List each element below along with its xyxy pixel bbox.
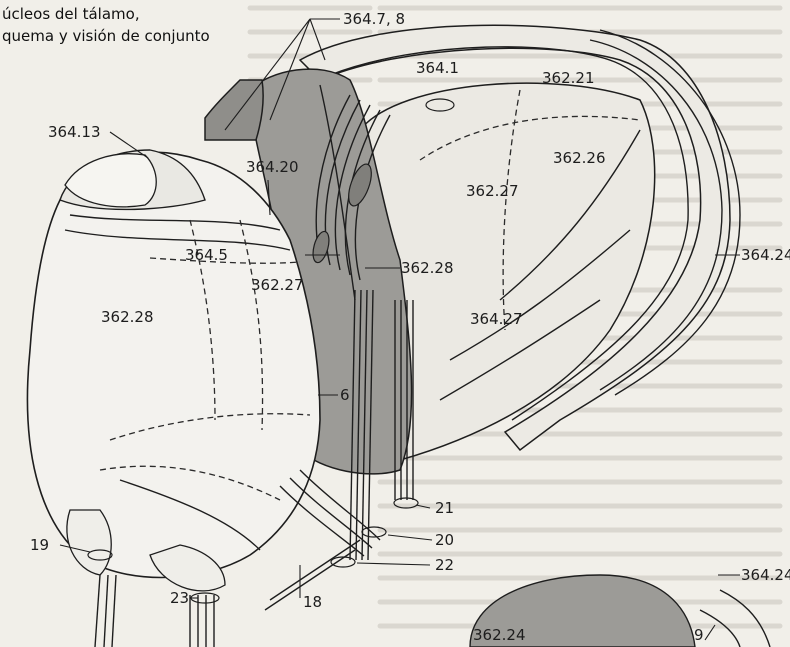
label-364-24-a: 364.24 xyxy=(741,246,790,264)
label-23: 23 xyxy=(170,589,189,607)
label-364-5: 364.5 xyxy=(185,246,228,264)
label-22: 22 xyxy=(435,556,454,574)
label-6: 6 xyxy=(340,386,350,404)
label-362-27-b: 362.27 xyxy=(251,276,304,294)
label-362-28-b: 362.28 xyxy=(401,259,454,277)
label-362-28-a: 362.28 xyxy=(101,308,154,326)
label-362-21: 362.21 xyxy=(542,69,595,87)
label-18: 18 xyxy=(303,593,322,611)
title-line-1: úcleos del tálamo, xyxy=(2,5,140,23)
label-362-27-a: 362.27 xyxy=(466,182,519,200)
label-364-7-8: 364.7, 8 xyxy=(343,10,405,28)
outline-lower-right xyxy=(720,590,770,647)
label-9: 9 xyxy=(694,626,704,644)
label-21: 21 xyxy=(435,499,454,517)
label-362-26: 362.26 xyxy=(553,149,606,167)
label-364-13: 364.13 xyxy=(48,123,101,141)
label-364-1: 364.1 xyxy=(416,59,459,77)
lower-protrusion-left xyxy=(67,510,111,575)
label-20: 20 xyxy=(435,531,454,549)
title-line-2: quema y visión de conjunto xyxy=(2,27,210,45)
label-364-20: 364.20 xyxy=(246,158,299,176)
label-19: 19 xyxy=(30,536,49,554)
label-364-27: 364.27 xyxy=(470,310,523,328)
label-362-24: 362.24 xyxy=(473,626,526,644)
anterior-tubercle xyxy=(205,80,263,140)
label-364-24-b: 364.24 xyxy=(741,566,790,584)
